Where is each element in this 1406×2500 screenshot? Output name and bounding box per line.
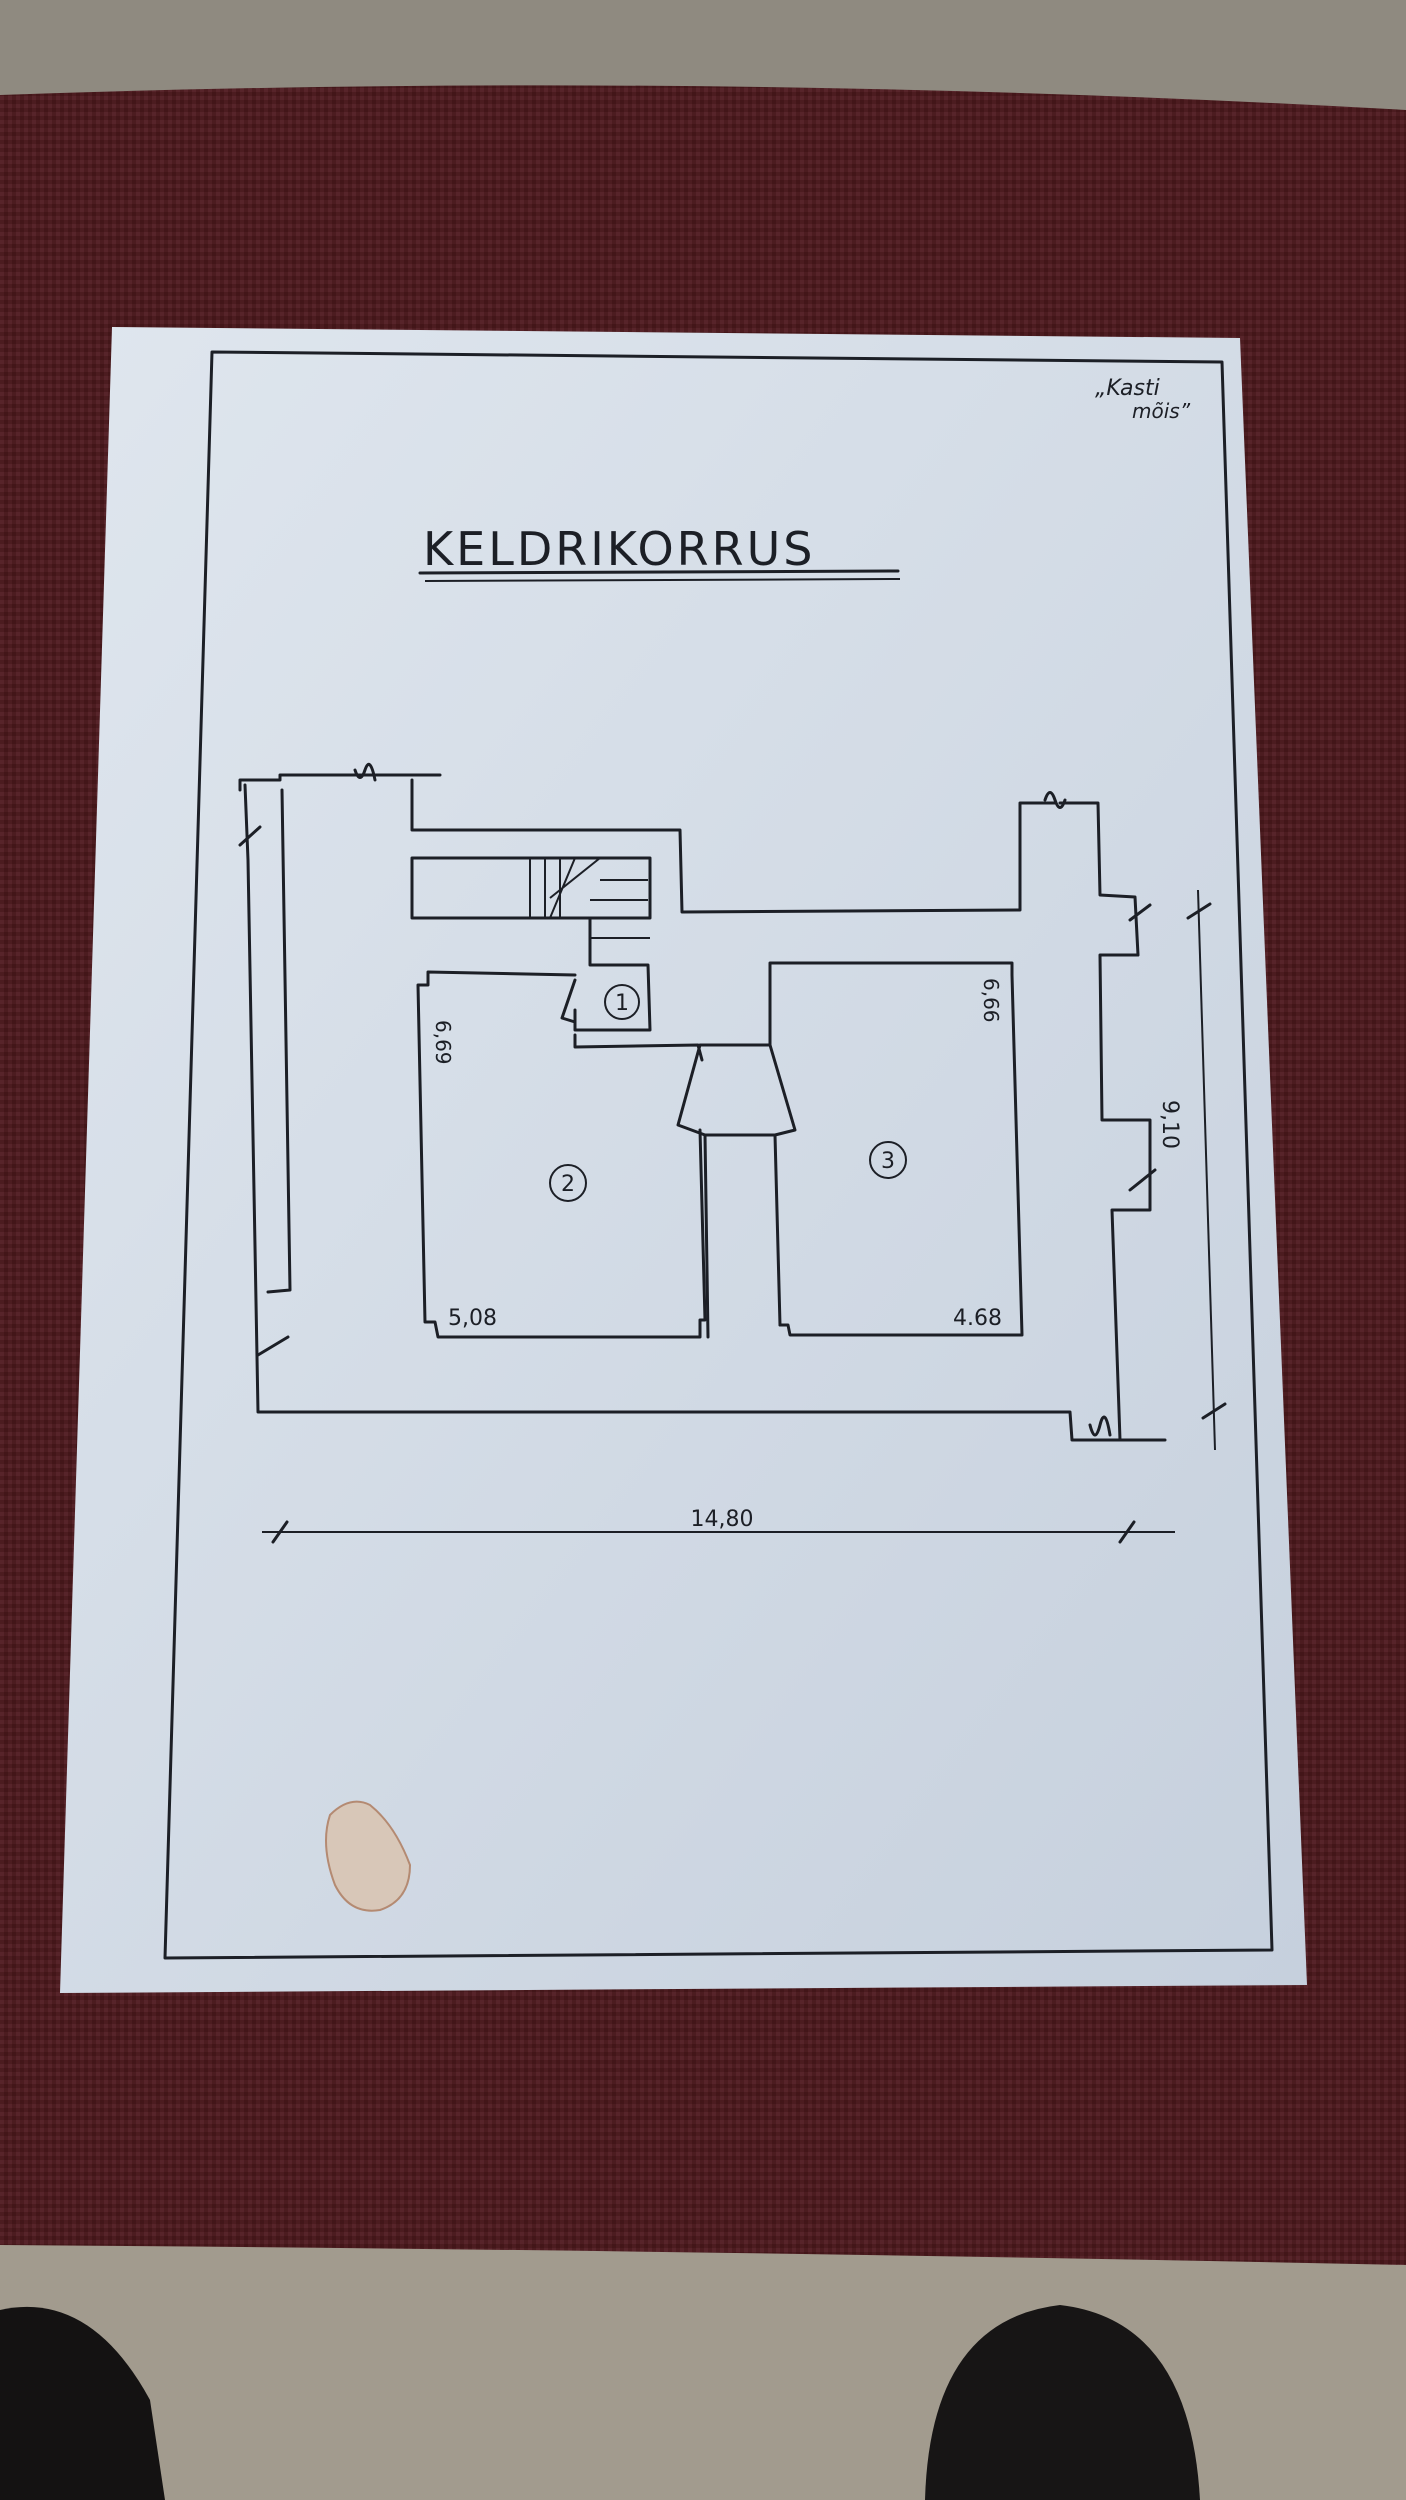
room-3-marker <box>869 1141 907 1179</box>
room-3-number: 3 <box>881 1149 895 1174</box>
dimension-ticks-depth <box>1186 902 1227 1420</box>
wall-break-symbol <box>353 762 377 782</box>
title-underline <box>418 569 900 575</box>
title-underline-2 <box>424 578 901 582</box>
inner-wall-left <box>266 788 292 1294</box>
sheet-title: KELDRIKORRUS <box>423 522 815 576</box>
overall-width-label: 14,80 <box>691 1507 754 1532</box>
corner-note-line2: mõis” <box>1132 399 1191 423</box>
corridor-wall-left <box>703 1133 710 1339</box>
room-1-door <box>560 978 577 1024</box>
stair-treads <box>529 857 650 939</box>
outer-wall-top-left <box>238 773 442 792</box>
room-2-length: 6,69 <box>431 1020 455 1065</box>
overall-depth-label: 9,10 <box>1157 1100 1182 1149</box>
corner-note-line1: „Kasti <box>1095 376 1160 401</box>
room-2-marker <box>549 1164 587 1202</box>
room-1-walls <box>573 916 652 1032</box>
room-3-length: 6,66 <box>979 978 1003 1023</box>
dimension-line-depth <box>1197 889 1216 1451</box>
paper-sheet <box>60 327 1307 1993</box>
room-1-marker <box>604 984 640 1020</box>
sheet-border <box>163 350 1274 1960</box>
room-2-walls <box>416 970 707 1339</box>
wall-break-marks <box>238 825 1157 1357</box>
room-1-number: 1 <box>615 991 629 1016</box>
floor-plan: 1 2 5,08 6,69 3 4.68 6,66 14,80 9,10 <box>238 762 1227 1544</box>
room-3-width: 4.68 <box>953 1306 1002 1331</box>
outer-wall-top <box>410 778 1057 914</box>
room-3-walls <box>768 961 1024 1337</box>
wall-break-symbol <box>1043 791 1067 809</box>
corridor-wall-right <box>773 1133 782 1327</box>
shoe-left <box>0 2306 165 2500</box>
wall-break-symbol <box>1088 1415 1112 1437</box>
shoe-right <box>925 2305 1200 2500</box>
outer-wall-bottom <box>243 783 1167 1442</box>
dimension-ticks-width <box>271 1520 1136 1544</box>
paper-stain <box>325 1800 412 1912</box>
room-2-wall-top <box>573 1033 704 1062</box>
outer-wall-right <box>1058 801 1152 1442</box>
room-2-width: 5,08 <box>448 1306 497 1331</box>
room-2-number: 2 <box>561 1172 575 1197</box>
